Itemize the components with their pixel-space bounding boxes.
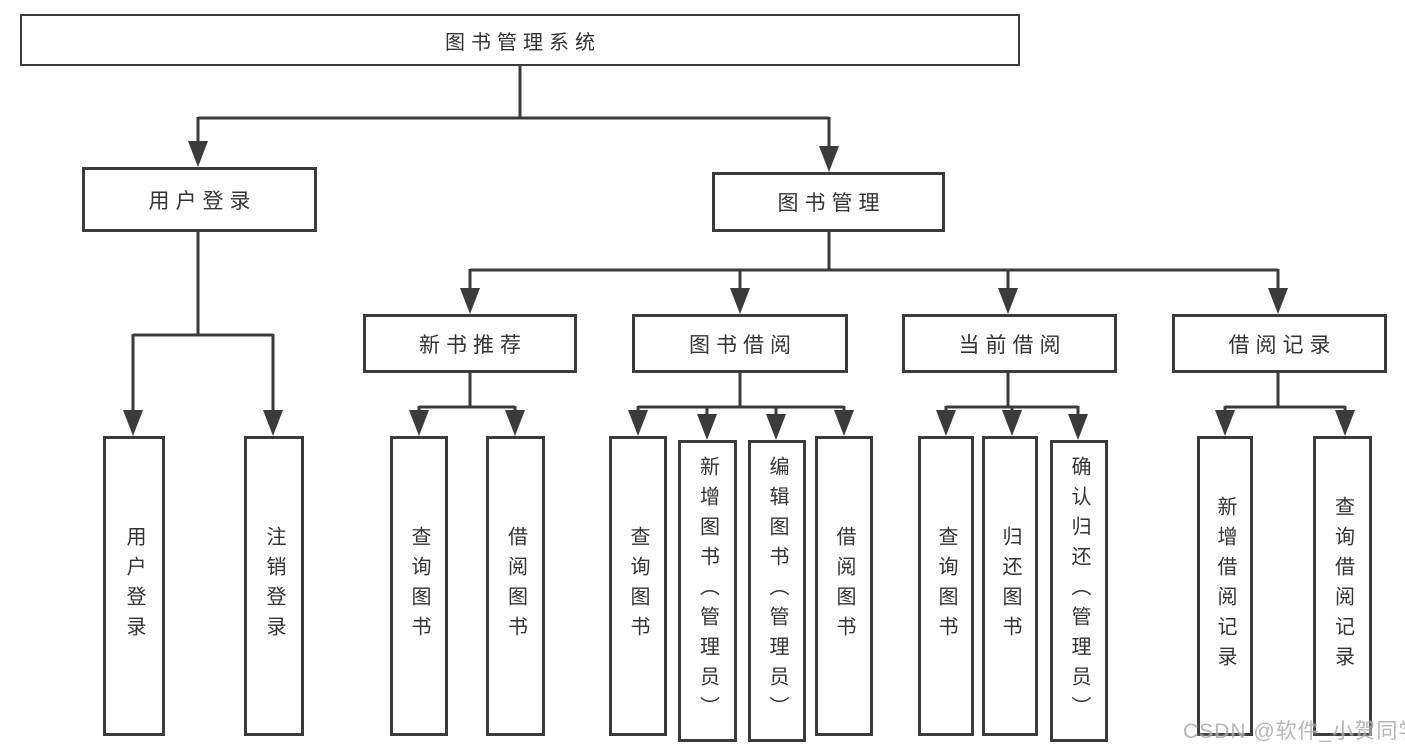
leaf-label: 查询图书 [935, 526, 957, 646]
node-user-login: 用户登录 [82, 167, 317, 232]
leaf-query-books-recommend: 查询图书 [390, 436, 448, 736]
node-label: 当前借阅 [958, 333, 1067, 357]
leaf-label: 归还图书 [999, 526, 1021, 646]
leaf-user-login: 用户登录 [103, 436, 165, 736]
leaf-return-books: 归还图书 [982, 436, 1038, 736]
node-borrowing-records: 借阅记录 [1172, 314, 1387, 373]
leaf-borrow-books-recommend: 借阅图书 [486, 436, 545, 736]
leaf-label: 借阅图书 [504, 526, 527, 646]
connector-arrowheads [123, 141, 1355, 440]
leaf-label: 查询图书 [627, 526, 649, 646]
leaf-label: 编辑图书（管理员） [766, 456, 788, 726]
leaf-borrow-books: 借阅图书 [815, 436, 873, 736]
leaf-label: 注销登录 [263, 526, 285, 646]
node-library-management-system: 图书管理系统 [20, 14, 1020, 66]
leaf-logout: 注销登录 [244, 436, 304, 736]
node-book-management: 图书管理 [712, 172, 945, 232]
leaf-label: 查询图书 [408, 526, 430, 646]
csdn-watermark: CSDN @软件_小贺同学 [1183, 720, 1405, 743]
leaf-edit-books-admin: 编辑图书（管理员） [748, 440, 806, 742]
leaf-query-borrow-record: 查询借阅记录 [1313, 436, 1372, 736]
node-label: 图书管理系统 [445, 31, 601, 54]
leaf-confirm-return-admin: 确认归还（管理员） [1050, 440, 1108, 742]
node-book-borrowing: 图书借阅 [632, 314, 848, 373]
leaf-query-books-borrowing: 查询图书 [609, 436, 667, 736]
leaf-label: 借阅图书 [833, 526, 855, 646]
leaf-label: 确认归还（管理员） [1068, 456, 1090, 726]
leaf-add-borrow-record: 新增借阅记录 [1197, 436, 1253, 736]
node-label: 图书管理 [777, 192, 886, 215]
leaf-label: 用户登录 [123, 526, 145, 646]
leaf-query-books-current: 查询图书 [918, 436, 974, 736]
leaf-label: 查询借阅记录 [1331, 496, 1354, 676]
node-label: 借阅记录 [1228, 333, 1337, 357]
node-label: 新书推荐 [419, 333, 527, 357]
leaf-add-books-admin: 新增图书（管理员） [678, 440, 737, 742]
leaf-label: 新增借阅记录 [1214, 496, 1236, 676]
node-new-book-recommendation: 新书推荐 [363, 314, 577, 373]
leaf-label: 新增图书（管理员） [696, 456, 719, 726]
node-current-borrowing: 当前借阅 [902, 314, 1117, 373]
node-label: 图书借阅 [689, 333, 797, 357]
node-label: 用户登录 [148, 189, 257, 213]
